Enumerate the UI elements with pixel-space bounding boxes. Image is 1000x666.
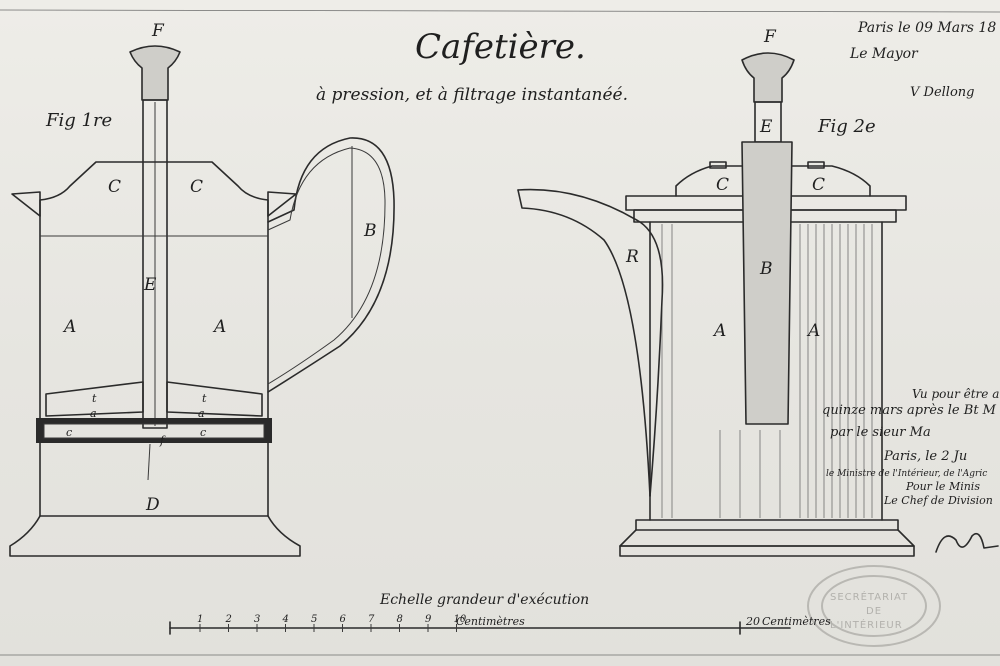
fig1-letter-C-right: C <box>190 177 203 197</box>
fig1-letter-E: E <box>143 275 157 295</box>
fig1-letter-a-right: a <box>198 407 205 420</box>
fig2-base-band <box>635 519 899 531</box>
scale-tick-label: 10 <box>454 614 467 625</box>
fig2-letter-F: F <box>763 27 777 47</box>
fig1-foot <box>9 515 301 557</box>
fig2-lid-knob-left <box>709 161 727 169</box>
fig1-filter-plate-bottom <box>36 438 272 443</box>
fig1-letter-D: D <box>145 495 160 515</box>
fig1-piston-left <box>45 381 144 417</box>
stamp-line-2: DE <box>866 606 882 617</box>
top-border-line <box>0 9 1000 13</box>
fig1-letter-c-left: c <box>66 426 72 439</box>
fig1-lid-left-rim <box>11 191 41 217</box>
signature-mayor: Le Mayor <box>849 46 919 62</box>
scale-tick-label: 9 <box>425 614 432 625</box>
fig1-letter-A-right: A <box>212 317 226 337</box>
fig2-base-plinth <box>619 545 915 557</box>
fig2-letter-C-left: C <box>716 175 729 195</box>
fig1-letter-B: B <box>363 221 377 241</box>
fig1-piston-right <box>166 381 263 417</box>
fig1-filter-plate-top <box>36 418 272 424</box>
scale-tick-label: 7 <box>368 614 375 625</box>
fig1-label: Fig 1re <box>45 110 112 131</box>
scale-tick-label: 4 <box>282 614 289 625</box>
fig1-handle-inner <box>267 147 386 385</box>
approval-line-4: Paris, le 2 Ju <box>883 449 967 464</box>
fig1-drip-line <box>147 443 151 481</box>
drawing-title: Cafetière. <box>415 27 586 67</box>
fig1-filter-chamber <box>43 423 265 439</box>
fig1-letter-c-right: c <box>200 426 206 439</box>
approval-line-3: par le sieur Ma <box>830 425 931 440</box>
fig1-knob <box>129 45 181 101</box>
fig1-letter-t-right: t <box>202 392 207 405</box>
signature-date: Paris le 09 Mars 18 <box>857 20 996 36</box>
official-stamp: SECRÉTARIAT DE L'INTÉRIEUR <box>807 565 941 647</box>
fig2-letter-B: B <box>759 259 773 279</box>
scale-right-unit: Centimètres <box>762 615 831 628</box>
fig1-letter-f: f <box>159 434 166 447</box>
fig1-letter-F: F <box>151 21 165 41</box>
approval-line-6: Pour le Minis <box>905 480 980 493</box>
scale-tick-label: 8 <box>397 614 403 625</box>
drawing-subtitle: à pression, et à filtrage instantanéé. <box>316 85 628 105</box>
fig2-lid-knob-right <box>807 161 825 169</box>
fig1-filter-right-clamp <box>264 418 272 443</box>
scale-tick-label: 6 <box>340 614 347 625</box>
fig2-spout-inner <box>517 189 651 497</box>
scale-caption: Echelle grandeur d'exécution <box>379 592 589 608</box>
fig1-lid <box>39 161 269 217</box>
figure-2-elevation-view: Fig 2e F E C C B <box>517 27 915 557</box>
approval-line-1: Vu pour être ann <box>912 387 1000 401</box>
fig1-letter-C-left: C <box>108 177 121 197</box>
fig2-letter-A-left: A <box>712 321 726 341</box>
scale-tick-label: 3 <box>254 614 260 625</box>
fig1-filter-left-clamp <box>36 418 44 443</box>
signature-name: V Dellong <box>910 85 974 100</box>
fig2-base-foot <box>619 529 915 547</box>
scale-right-value: 20 <box>745 615 760 628</box>
fig1-letter-A-left: A <box>62 317 76 337</box>
approval-note: Vu pour être ann quinze mars après le Bt… <box>822 387 1000 553</box>
figure-1-section-view: Fig 1re F E C C A A B t t a a <box>9 21 395 557</box>
approval-line-7: Le Chef de Division <box>883 494 993 507</box>
scale-bar: Echelle grandeur d'exécution 1 2 3 4 5 6 7 8 9 10… <box>169 592 831 635</box>
fig1-letter-t-left: t <box>92 392 97 405</box>
minister-signature <box>935 532 999 553</box>
stamp-line-1: SECRÉTARIAT <box>830 590 908 603</box>
fig1-lid-right-rim <box>267 191 297 217</box>
fig2-label: Fig 2e <box>817 116 876 137</box>
fig1-handle <box>267 137 395 393</box>
scale-tick-label: 5 <box>311 614 317 625</box>
fig2-spout-outer <box>517 188 664 497</box>
scale-tick-label: 2 <box>225 614 232 625</box>
fig2-letter-E: E <box>759 117 773 137</box>
scale-ticks: 1 2 3 4 5 6 7 8 9 10 <box>197 614 467 632</box>
stamp-line-3: L'INTÉRIEUR <box>830 618 903 631</box>
fig2-sliding-plate <box>741 141 793 425</box>
approval-line-5: le Ministre de l'Intérieur, de l'Agric <box>826 468 987 479</box>
scale-tick-label: 1 <box>197 614 203 625</box>
fig2-knob <box>741 52 795 103</box>
fig2-letter-C-right: C <box>812 175 825 195</box>
scale-left-unit: Centimètres <box>456 615 525 628</box>
fig2-letter-R: R <box>625 247 639 267</box>
fig1-rod <box>142 99 168 429</box>
fig1-letter-a-left: a <box>90 407 97 420</box>
fig2-letter-A-right: A <box>806 321 820 341</box>
approval-line-2: quinze mars après le Bt M <box>822 403 997 418</box>
